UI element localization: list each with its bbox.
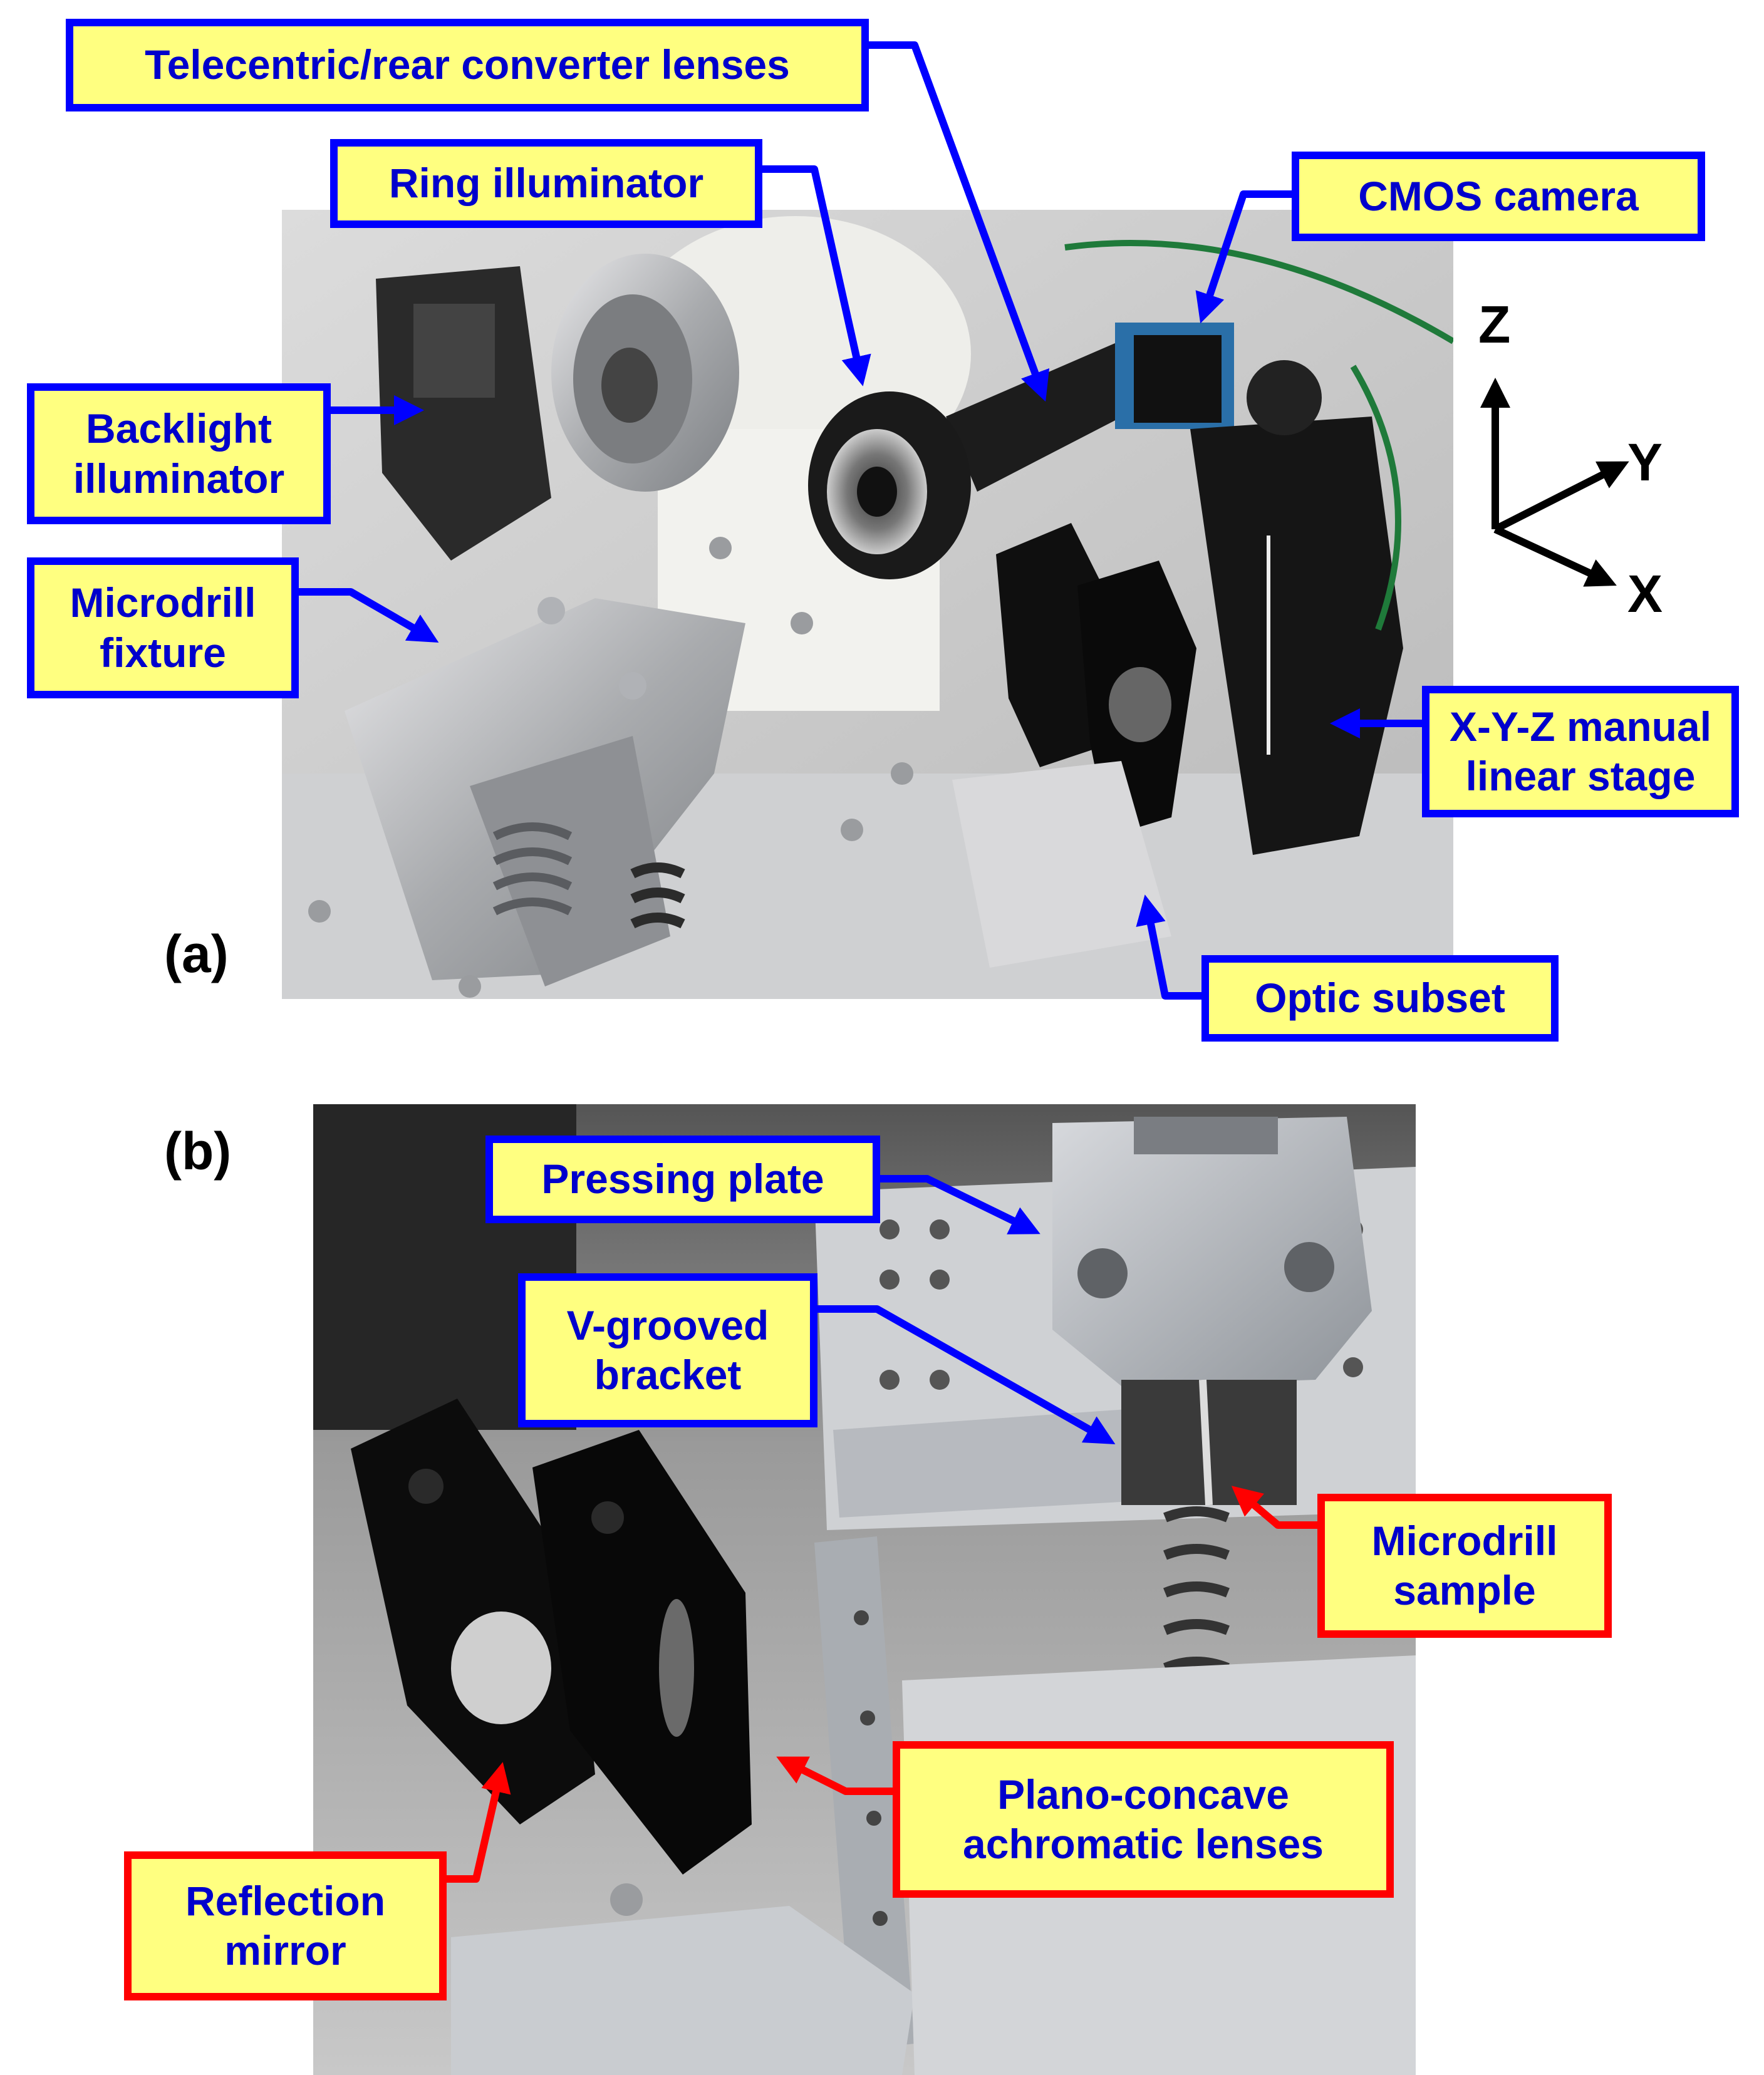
- arrow-pressing: [877, 1175, 1040, 1234]
- label-v-grooved-bracket: V-grooved bracket: [518, 1273, 817, 1427]
- arrow-plano: [776, 1756, 896, 1795]
- pressing-plate: [1052, 1117, 1372, 1386]
- arrow-ring: [759, 165, 871, 386]
- arrow-vgroove: [814, 1305, 1116, 1444]
- axis-x-arrow: [1493, 525, 1617, 587]
- arrow-cmos: [1195, 190, 1292, 324]
- label-backlight: Backlight illuminator: [27, 383, 331, 524]
- photo-a: [282, 210, 1453, 999]
- plano-concave-lens-mount: [532, 1430, 752, 1875]
- label-telecentric: Telecentric/rear converter lenses: [66, 19, 869, 111]
- label-microdrill-sample: Microdrill sample: [1317, 1494, 1612, 1638]
- label-xyz-stage: X-Y-Z manual linear stage: [1422, 686, 1739, 817]
- reflection-mirror-mount: [351, 1399, 595, 1824]
- axis-y-label: Y: [1627, 433, 1663, 492]
- axis-x-label: X: [1627, 564, 1663, 623]
- label-reflection-mirror: Reflection mirror: [124, 1851, 447, 2000]
- axis-z-label: Z: [1478, 295, 1511, 354]
- arrow-fixture: [294, 588, 439, 643]
- photo-a-scene: [282, 210, 1453, 999]
- arrow-mirror: [442, 1762, 511, 1883]
- label-ring-illuminator: Ring illuminator: [330, 139, 762, 228]
- panel-b-letter: (b): [164, 1122, 232, 1181]
- label-plano-concave: Plano-concave achromatic lenses: [893, 1741, 1394, 1898]
- label-pressing-plate: Pressing plate: [485, 1136, 880, 1223]
- label-microdrill-fixture: Microdrill fixture: [27, 557, 299, 698]
- arrow-telecentric: [868, 41, 1050, 402]
- xyz-stage: [1190, 417, 1403, 855]
- label-cmos-camera: CMOS camera: [1292, 152, 1705, 241]
- label-optic-subset: Optic subset: [1201, 955, 1559, 1042]
- arrow-sample: [1231, 1486, 1322, 1529]
- axis-y-arrow: [1493, 461, 1629, 533]
- arrow-optic: [1136, 894, 1204, 1000]
- panel-a-letter: (a): [164, 924, 229, 983]
